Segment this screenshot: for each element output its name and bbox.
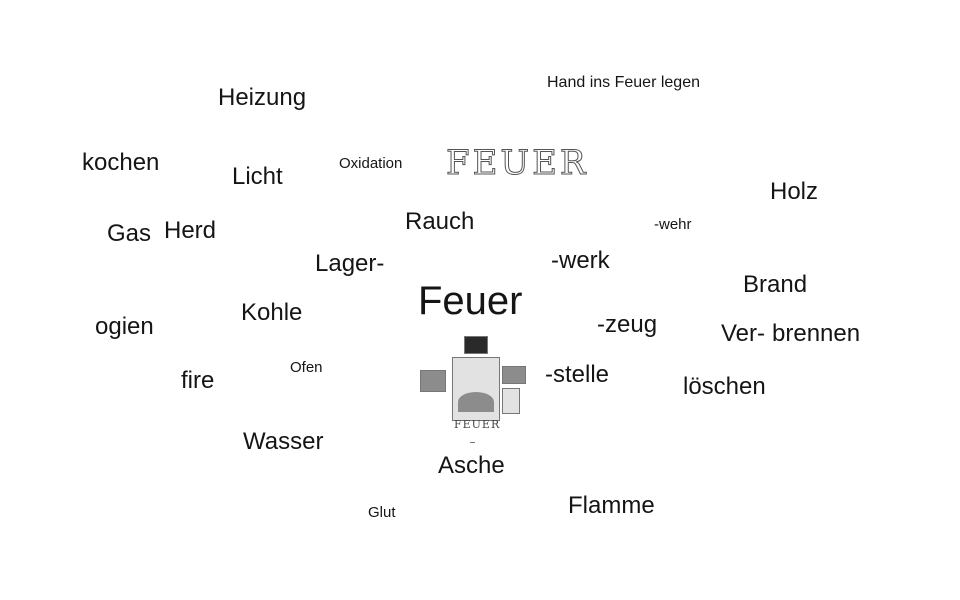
word-holz: Holz <box>770 178 819 205</box>
word-oxidation: Oxidation <box>339 155 403 172</box>
collage-thumb-right-top <box>502 366 526 384</box>
word-ver: Ver- <box>721 320 766 347</box>
word-brennen: brennen <box>772 320 861 347</box>
collage-thumb-right-bottom <box>502 388 520 414</box>
word-herd: Herd <box>164 217 217 244</box>
word-wehr: -wehr <box>654 216 692 233</box>
word-zeug: -zeug <box>597 311 658 338</box>
collage-thumb-left <box>420 370 446 392</box>
handwritten-feuer-title: FEUER <box>445 143 589 183</box>
collage-caption: FEUER <box>454 418 501 431</box>
word-brand: Brand <box>743 271 808 298</box>
word-loeschen: löschen <box>683 373 766 400</box>
collage-thumb-fire-shape <box>458 392 494 412</box>
word-heizung: Heizung <box>218 84 307 111</box>
word-wasser: Wasser <box>243 428 324 455</box>
word-glut: Glut <box>368 504 396 521</box>
word-stelle: -stelle <box>545 361 610 388</box>
word-ofen: Ofen <box>290 359 323 376</box>
word-lager: Lager- <box>315 250 385 277</box>
word-ogien: ogien <box>95 313 154 340</box>
artwork-collage: FEUER <box>414 332 534 452</box>
word-feuer-center: Feuer <box>418 279 523 323</box>
word-gas: Gas <box>107 220 152 247</box>
word-hand-ins-feuer-legen: Hand ins Feuer legen <box>547 74 700 91</box>
word-fire: fire <box>181 367 215 394</box>
word-asche: Asche <box>438 452 505 479</box>
word-rauch: Rauch <box>405 208 475 235</box>
word-werk: -werk <box>551 247 610 274</box>
word-licht: Licht <box>232 163 283 190</box>
collage-dot <box>470 442 475 443</box>
word-kochen: kochen <box>82 149 160 176</box>
collage-thumb-top <box>464 336 488 354</box>
word-kohle: Kohle <box>241 299 303 326</box>
word-flamme: Flamme <box>568 492 655 519</box>
